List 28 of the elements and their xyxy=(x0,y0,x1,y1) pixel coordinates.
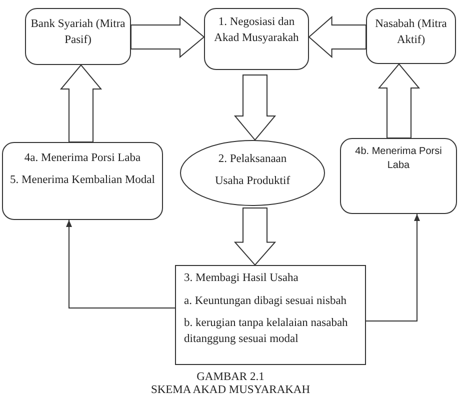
arrow xyxy=(366,214,420,322)
rounded-box xyxy=(204,8,309,70)
node-text: Usaha Produktif xyxy=(214,174,292,189)
node-text: 5. Menerima Kembalian Modal xyxy=(9,172,156,188)
block-arrow xyxy=(60,64,102,142)
arrow xyxy=(66,220,176,308)
figure-caption: GAMBAR 2.1 xyxy=(196,371,266,385)
node-text: 4a. Menerima Porsi Laba xyxy=(23,151,142,166)
node-text: Bank Syariah (Mitra Pasif) xyxy=(30,17,126,48)
rounded-box xyxy=(366,8,456,64)
block-arrow xyxy=(378,63,420,138)
process-ellipse xyxy=(180,140,325,206)
node-text: 4b. Menerima Porsi Laba xyxy=(354,145,443,172)
rounded-box xyxy=(340,138,457,214)
figure-caption: SKEMA AKAD MUSYARAKAH xyxy=(150,384,312,398)
block-arrow xyxy=(130,16,205,58)
node-text: Nasabah (Mitra Aktif) xyxy=(374,17,448,48)
node-text: 3. Membagi Hasil Usaha xyxy=(184,271,300,286)
node-text: a. Keuntungan dibagi sesuai nisbah xyxy=(184,294,348,309)
process-box xyxy=(175,265,366,365)
block-arrow xyxy=(234,208,276,266)
rounded-box xyxy=(2,142,163,220)
node-text: 2. Pelaksanaan xyxy=(217,152,288,167)
rounded-box xyxy=(25,8,131,65)
node-text: 1. Negosiasi dan Akad Musyarakah xyxy=(213,15,300,46)
block-arrow xyxy=(234,74,276,141)
block-arrow xyxy=(308,16,366,58)
node-text: b. kerugian tanpa kelalaian nasabah ditanggung sesuai modal xyxy=(184,316,349,347)
